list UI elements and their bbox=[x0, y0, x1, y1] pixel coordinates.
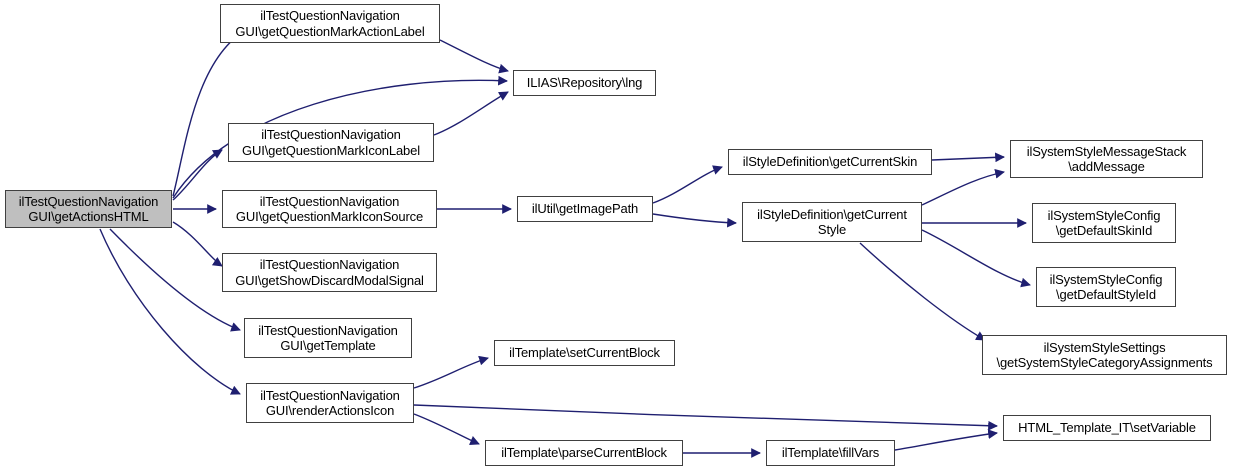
edge-renderActionsIcon-to-setVariable bbox=[413, 404, 998, 431]
edge-getImagePath-to-getCurrentStyle bbox=[652, 213, 737, 228]
node-setCurrentBlock[interactable]: ilTemplate\setCurrentBlock bbox=[494, 340, 675, 366]
edge-getCurrentStyle-to-getDefaultStyleId bbox=[921, 229, 1031, 288]
edge-getActionsHTML-to-getQuestionMarkIconLabel bbox=[172, 149, 223, 201]
node-getDefaultSkinId[interactable]: ilSystemStyleConfig \getDefaultSkinId bbox=[1032, 203, 1176, 243]
node-getCurrentStyle[interactable]: ilStyleDefinition\getCurrent Style bbox=[742, 202, 922, 242]
node-renderActionsIcon[interactable]: ilTestQuestionNavigation GUI\renderActio… bbox=[246, 383, 414, 423]
node-getTemplate[interactable]: ilTestQuestionNavigation GUI\getTemplate bbox=[244, 318, 412, 358]
edge-getCurrentSkin-to-addMessage bbox=[931, 152, 1005, 163]
node-lng[interactable]: ILIAS\Repository\lng bbox=[513, 70, 656, 96]
edge-getActionsHTML-to-renderActionsIcon bbox=[99, 228, 241, 395]
edge-getImagePath-to-getCurrentSkin bbox=[652, 165, 723, 204]
edge-getCurrentStyle-to-getSystemStyleCategoryAssignments bbox=[859, 242, 986, 341]
node-getSystemStyleCategoryAssignments[interactable]: ilSystemStyleSettings \getSystemStyleCat… bbox=[982, 335, 1227, 375]
node-fillVars[interactable]: ilTemplate\fillVars bbox=[766, 440, 895, 466]
edge-getActionsHTML-to-getTemplate bbox=[109, 228, 241, 332]
edge-getActionsHTML-to-getShowDiscardModalSignal bbox=[172, 221, 223, 267]
node-parseCurrentBlock[interactable]: ilTemplate\parseCurrentBlock bbox=[485, 440, 683, 466]
edge-getCurrentStyle-to-addMessage bbox=[921, 168, 1005, 206]
edge-fillVars-to-setVariable bbox=[894, 429, 998, 451]
edge-getQuestionMarkIconLabel-to-lng bbox=[433, 91, 509, 136]
edge-renderActionsIcon-to-setCurrentBlock bbox=[413, 355, 489, 389]
node-getQuestionMarkIconLabel[interactable]: ilTestQuestionNavigation GUI\getQuestion… bbox=[228, 123, 434, 162]
edge-renderActionsIcon-to-parseCurrentBlock bbox=[413, 413, 480, 446]
edge-getQuestionMarkActionLabel-to-lng bbox=[439, 39, 509, 74]
node-getQuestionMarkIconSource[interactable]: ilTestQuestionNavigation GUI\getQuestion… bbox=[222, 190, 437, 228]
node-getQuestionMarkActionLabel[interactable]: ilTestQuestionNavigation GUI\getQuestion… bbox=[220, 4, 440, 43]
edge-getActionsHTML-to-getQuestionMarkActionLabel bbox=[172, 29, 247, 197]
node-getDefaultStyleId[interactable]: ilSystemStyleConfig \getDefaultStyleId bbox=[1036, 267, 1176, 307]
node-getCurrentSkin[interactable]: ilStyleDefinition\getCurrentSkin bbox=[728, 149, 932, 175]
node-getShowDiscardModalSignal[interactable]: ilTestQuestionNavigation GUI\getShowDisc… bbox=[222, 253, 437, 292]
node-addMessage[interactable]: ilSystemStyleMessageStack \addMessage bbox=[1010, 140, 1203, 178]
node-setVariable[interactable]: HTML_Template_IT\setVariable bbox=[1003, 415, 1211, 441]
node-getActionsHTML[interactable]: ilTestQuestionNavigation GUI\getActionsH… bbox=[5, 190, 172, 228]
node-getImagePath[interactable]: ilUtil\getImagePath bbox=[517, 196, 653, 222]
